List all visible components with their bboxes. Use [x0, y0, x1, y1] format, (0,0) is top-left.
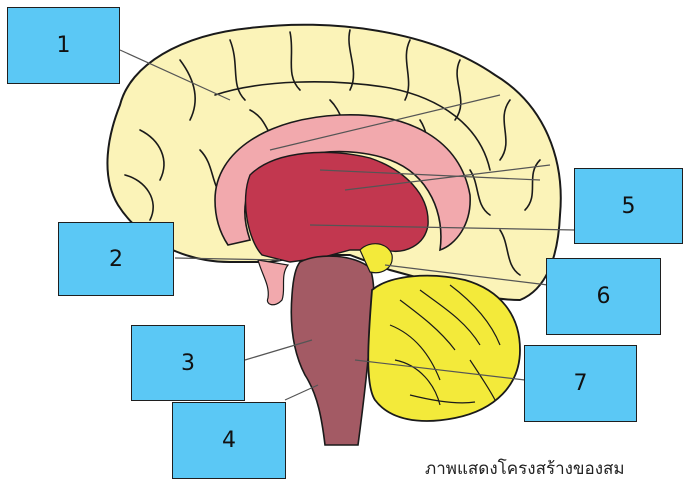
pituitary [258, 260, 288, 305]
label-box-4: 4 [172, 402, 286, 479]
label-box-7: 7 [524, 345, 637, 422]
label-text-1: 1 [57, 33, 71, 58]
label-box-3: 3 [131, 325, 245, 401]
caption: ภาพแสดงโครงสร้างของสม [425, 455, 625, 482]
label-box-6: 6 [546, 258, 661, 335]
label-text-7: 7 [574, 371, 588, 396]
brainstem [291, 256, 374, 445]
label-box-5: 5 [574, 168, 683, 244]
label-box-2: 2 [58, 222, 174, 296]
label-box-1: 1 [7, 7, 120, 84]
label-text-3: 3 [181, 351, 195, 376]
label-text-4: 4 [222, 428, 236, 453]
cerebellum [368, 276, 520, 421]
label-text-2: 2 [109, 247, 123, 272]
label-text-5: 5 [622, 194, 636, 219]
label-text-6: 6 [597, 284, 611, 309]
